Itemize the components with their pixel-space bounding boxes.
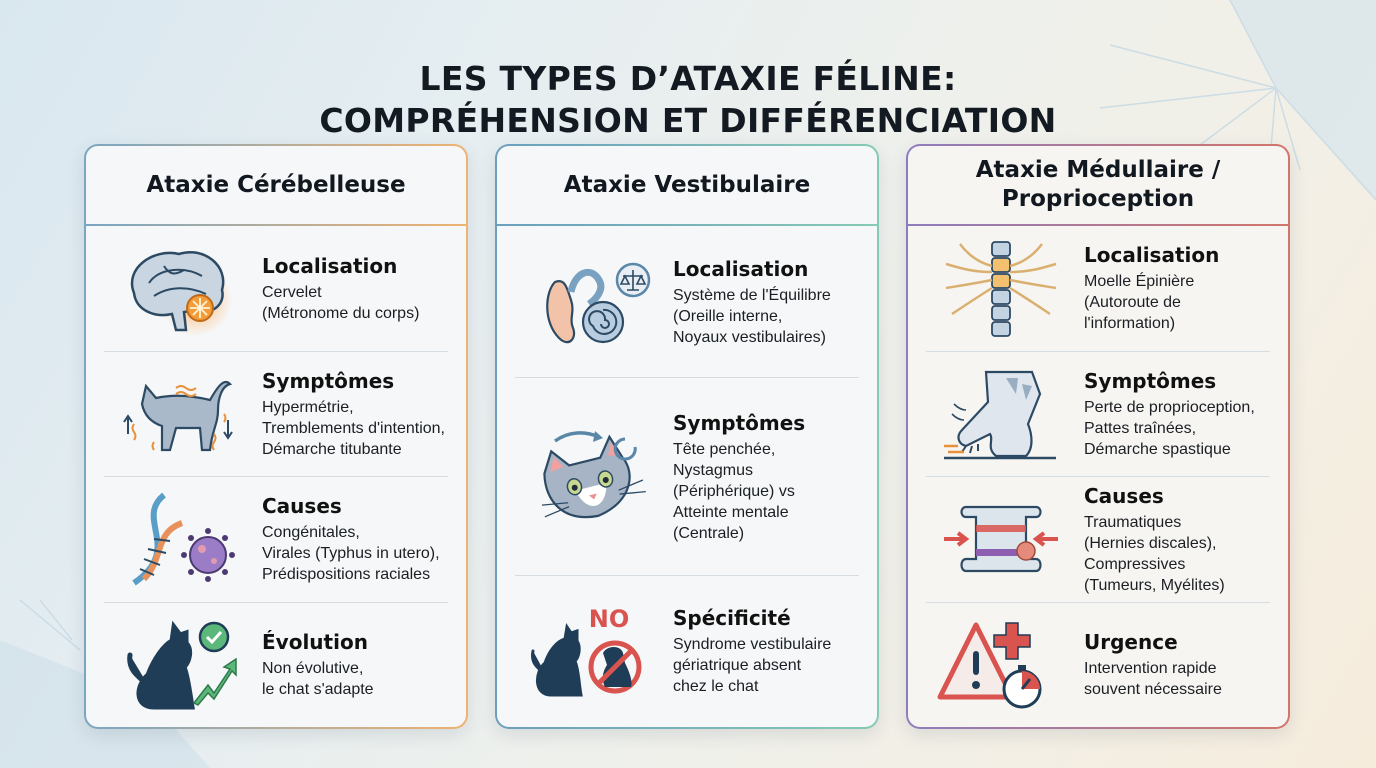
row-localisation: Localisation Cervelet (Métronome du corp… <box>104 226 448 352</box>
title-line-1: LES TYPES D’ATAXIE FÉLINE: <box>419 59 957 98</box>
card-divider <box>86 224 466 226</box>
brain-cerebellum-icon <box>104 226 254 351</box>
row-heading: Localisation <box>1084 243 1220 268</box>
row-description: Système de l'Équilibre (Oreille interne,… <box>673 286 831 346</box>
compressed-vertebra-icon <box>926 477 1076 602</box>
row-urgence: Urgence Intervention rapide souvent néce… <box>926 603 1270 728</box>
row-heading: Urgence <box>1084 630 1178 655</box>
trembling-cat-icon <box>104 352 254 477</box>
row-heading: Causes <box>1084 483 1164 508</box>
row-description: Syndrome vestibulaire gériatrique absent… <box>673 636 832 696</box>
row-heading: Causes <box>262 494 342 519</box>
card-title: Ataxie Cérébelleuse <box>146 171 406 198</box>
row-causes: Causes Congénitales, Virales (Typhus in … <box>104 477 448 603</box>
inner-ear-balance-icon <box>515 226 665 377</box>
card-title: Ataxie Vestibulaire <box>563 171 811 198</box>
row-heading: Localisation <box>262 253 398 278</box>
card-divider <box>497 224 877 226</box>
row-heading: Symptômes <box>262 368 395 393</box>
row-description: Tête penchée, Nystagmus (Périphérique) v… <box>673 440 795 542</box>
row-description: Moelle Épinière (Autoroute de l'informat… <box>1084 273 1195 333</box>
tilted-cat-head-icon <box>515 378 665 575</box>
row-symptomes: Symptômes Hypermétrie, Tremblements d'in… <box>104 352 448 477</box>
card-title: Ataxie Médullaire / Proprioception <box>975 157 1221 212</box>
row-symptomes: Symptômes Tête penchée, Nystagmus (Périp… <box>515 378 859 576</box>
dragging-paw-icon <box>926 352 1076 477</box>
cat-check-trend-icon <box>104 603 254 728</box>
row-causes: Causes Traumatiques (Hernies discales), … <box>926 477 1270 603</box>
row-evolution: Évolution Non évolutive, le chat s'adapt… <box>104 603 448 728</box>
page-title: LES TYPES D’ATAXIE FÉLINE: COMPRÉHENSION… <box>0 58 1376 142</box>
row-heading: Spécificité <box>673 606 791 631</box>
row-description: Non évolutive, le chat s'adapte <box>262 660 374 699</box>
row-heading: Évolution <box>262 630 368 655</box>
row-heading: Symptômes <box>1084 368 1217 393</box>
row-description: Congénitales, Virales (Typhus in utero),… <box>262 524 440 584</box>
title-line-2: COMPRÉHENSION ET DIFFÉRENCIATION <box>319 101 1057 140</box>
cat-no-dog-icon: NO <box>515 576 665 727</box>
card-vestibular-ataxia: Ataxie Vestibulaire Localisation Sys <box>495 144 879 729</box>
row-description: Intervention rapide souvent nécessaire <box>1084 660 1222 699</box>
row-description: Cervelet (Métronome du corps) <box>262 283 420 322</box>
row-heading: Localisation <box>673 256 809 281</box>
spinal-cord-nerves-icon <box>926 226 1076 351</box>
dna-virus-icon <box>104 477 254 602</box>
row-heading: Symptômes <box>673 410 806 435</box>
row-symptomes: Symptômes Perte de proprioception, Patte… <box>926 352 1270 477</box>
warning-cross-timer-icon <box>926 603 1076 728</box>
card-cerebellar-ataxia: Ataxie Cérébelleuse Localisation Cer <box>84 144 468 729</box>
card-spinal-ataxia: Ataxie Médullaire / Proprioception <box>906 144 1290 729</box>
row-specificite: NO Spécificité Syndrome vestibulaire gér… <box>515 576 859 727</box>
row-description: Traumatiques (Hernies discales), Compres… <box>1084 513 1225 594</box>
no-label: NO <box>589 605 630 633</box>
row-localisation: Localisation Moelle Épinière (Autoroute … <box>926 226 1270 352</box>
row-localisation: Localisation Système de l'Équilibre (Ore… <box>515 226 859 379</box>
row-description: Perte de proprioception, Pattes traînées… <box>1084 398 1255 458</box>
row-description: Hypermétrie, Tremblements d'intention, D… <box>262 398 445 458</box>
card-divider <box>908 224 1288 226</box>
